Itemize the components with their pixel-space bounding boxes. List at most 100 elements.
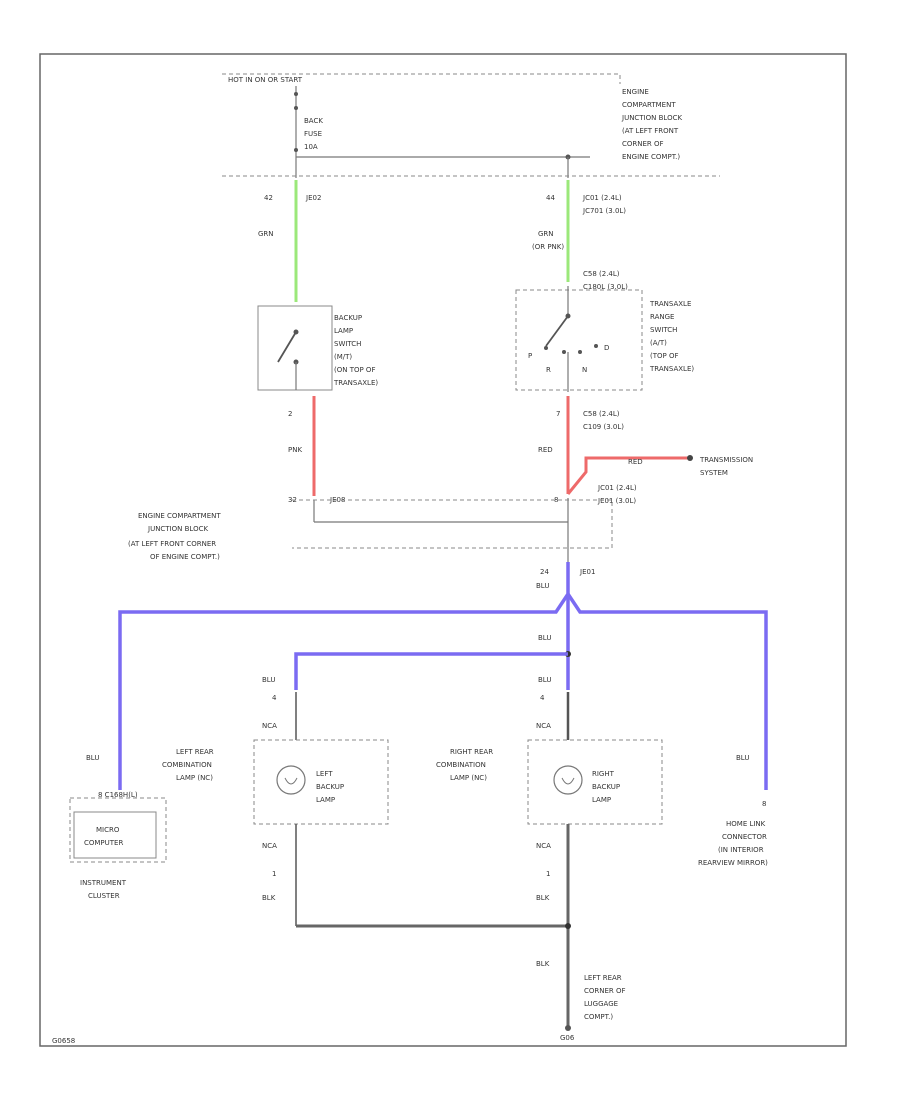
tr-label-4: (A/T): [650, 339, 667, 347]
right-bulb-filament-icon: [561, 777, 575, 785]
right-conn-sw-top-2: C180L (3.0L): [583, 283, 628, 291]
hot-label: HOT IN ON OR START: [228, 76, 303, 84]
ecb-lower-label-2: JUNCTION BLOCK: [147, 525, 208, 533]
right-wire-color-mid: RED: [538, 446, 553, 454]
tr-contact-d: [594, 344, 598, 348]
fuse-node-bottom: [294, 148, 298, 152]
right-lamp-blu: BLU: [538, 676, 551, 684]
right-lamp-nca: NCA: [536, 722, 551, 730]
backup-lamp-switch-box: [257, 305, 333, 391]
right-conn-sw-bot-2: C109 (3.0L): [583, 423, 624, 431]
ecb-label-6: ENGINE COMPT.): [622, 153, 680, 161]
tr-label-5: (TOP OF: [650, 352, 679, 360]
left-switch-label-3: SWITCH: [334, 340, 361, 348]
left-lamp-ext-3: LAMP (NC): [176, 774, 213, 782]
tr-switch-blade: [545, 315, 569, 347]
right-conn-top-2: JC701 (3.0L): [582, 207, 626, 215]
blu-left-lamp-wire: [294, 652, 568, 690]
left-wire-color-top: GRN: [258, 230, 274, 238]
ecb-lower-label-4: OF ENGINE COMPT.): [150, 553, 220, 561]
ground-id: G06: [560, 1034, 575, 1042]
transmission-red-wire: [566, 456, 690, 495]
cluster-wire-color: BLU: [86, 754, 99, 762]
junction-wire-color: BLU: [536, 582, 549, 590]
hot-node: [294, 92, 298, 96]
tr-pos-d: D: [604, 344, 609, 352]
transaxle-range-switch-box: [515, 289, 643, 391]
left-switch-label-6: TRANSAXLE): [333, 379, 378, 387]
right-conn-sw-top-1: C58 (2.4L): [583, 270, 620, 278]
left-bulb-filament-icon: [284, 777, 298, 785]
blu-bus-left: [118, 562, 570, 790]
right-wire-color-top-2: (OR PNK): [532, 243, 564, 251]
transmission-wire-color: RED: [628, 458, 643, 466]
tr-pos-n: N: [582, 366, 587, 374]
tr-contact-n: [578, 350, 582, 354]
ground-blk: BLK: [536, 960, 550, 968]
left-switch-label-2: LAMP: [334, 327, 353, 335]
ground-label-3: LUGGAGE: [584, 1000, 618, 1008]
ground-label-2: CORNER OF: [584, 987, 626, 995]
tr-label-1: TRANSAXLE: [649, 300, 691, 308]
transmission-label-2: SYSTEM: [700, 469, 728, 477]
homelink-wire-color: BLU: [736, 754, 749, 762]
right-lamp-ext-2: COMBINATION: [436, 761, 486, 769]
cluster-micro-2: COMPUTER: [84, 839, 123, 847]
cluster-conn: 8 C168H(L): [98, 791, 138, 799]
tr-contact-p: [544, 346, 548, 350]
right-lamp-pin-4: 4: [540, 694, 545, 702]
ground-point-icon: [565, 1025, 571, 1031]
right-rear-combination-lamp-box: [527, 739, 663, 825]
homelink-label-2: CONNECTOR: [722, 833, 767, 841]
left-rear-combination-lamp-box: [253, 739, 389, 825]
left-lamp-pin-4: 4: [272, 694, 277, 702]
left-lamp-ext-1: LEFT REAR: [176, 748, 214, 756]
tr-label-6: TRANSAXLE): [649, 365, 694, 373]
homelink-label-3: (IN INTERIOR: [718, 846, 764, 854]
micro-computer-box: [73, 811, 157, 859]
transmission-label-1: TRANSMISSION: [699, 456, 753, 464]
ecb-label-1: ENGINE: [622, 88, 649, 96]
left-conn-top: JE02: [305, 194, 321, 202]
ecb-label-5: CORNER OF: [622, 140, 664, 148]
instrument-cluster-box: [69, 797, 167, 863]
left-switch-label-4: (M/T): [334, 353, 352, 361]
cluster-label-2: CLUSTER: [88, 892, 120, 900]
right-lamp-pin-1: 1: [546, 870, 550, 878]
left-lamp-ext-2: COMBINATION: [162, 761, 212, 769]
tr-pos-p: P: [528, 352, 532, 360]
left-lamp-int-1: LEFT: [316, 770, 333, 778]
right-conn-junction-2: JE01 (3.0L): [597, 497, 636, 505]
left-backup-lamp-bulb-icon: [276, 765, 306, 795]
right-lamp-ext-3: LAMP (NC): [450, 774, 487, 782]
left-wire-color-mid: PNK: [288, 446, 302, 454]
backup-switch-blade: [277, 331, 297, 363]
fuse-label-2: FUSE: [304, 130, 322, 138]
left-lamp-pin-1: 1: [272, 870, 276, 878]
ecb-lower-outline: [292, 499, 613, 549]
left-switch-label-1: BACKUP: [334, 314, 362, 322]
right-lamp-blk: BLK: [536, 894, 550, 902]
fuse-node-top: [294, 106, 298, 110]
tr-pos-r: R: [546, 366, 551, 374]
homelink-label-1: HOME LINK: [726, 820, 766, 828]
ground-splice: [565, 923, 571, 929]
right-lamp-int-2: BACKUP: [592, 783, 620, 791]
cluster-micro-1: MICRO: [96, 826, 120, 834]
right-lamp-int-1: RIGHT: [592, 770, 615, 778]
homelink-pin: 8: [762, 800, 766, 808]
footer-code: G0658: [52, 1037, 75, 1045]
junction-conn: JE01: [579, 568, 595, 576]
right-conn-sw-bot-1: C58 (2.4L): [583, 410, 620, 418]
ecb-label-3: JUNCTION BLOCK: [621, 114, 682, 122]
tr-label-2: RANGE: [650, 313, 674, 321]
left-pin-switch: 2: [288, 410, 292, 418]
right-conn-top-1: JC01 (2.4L): [582, 194, 622, 202]
tr-contact-r: [562, 350, 566, 354]
left-pin-top: 42: [264, 194, 273, 202]
tr-label-3: SWITCH: [650, 326, 677, 334]
homelink-label-4: REARVIEW MIRROR): [698, 859, 768, 867]
transmission-terminal: [687, 455, 693, 461]
junction-pin: 24: [540, 568, 549, 576]
ecb-lower-label-1: ENGINE COMPARTMENT: [138, 512, 221, 520]
